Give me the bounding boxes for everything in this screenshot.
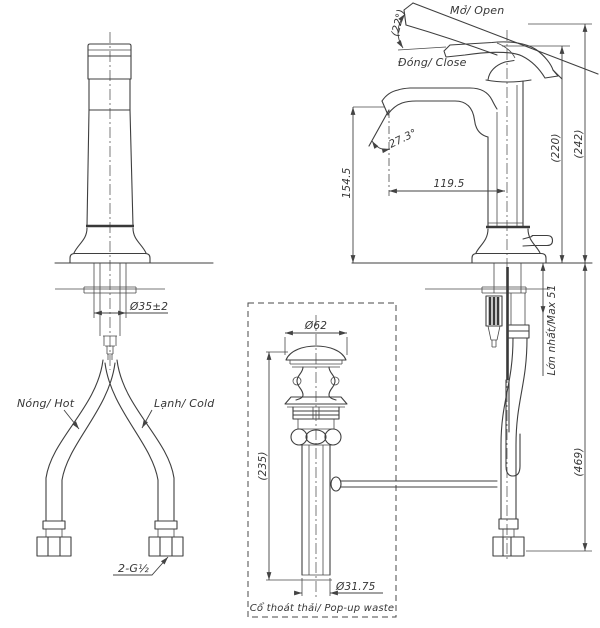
dim-spout-height: 154.5 [341,167,353,198]
dim-tail-dia: Ø31.75 [335,581,376,593]
open-angle-label: (22°) [389,8,407,38]
spout-angle-label: 27.3° [387,127,419,151]
open-label: Mở/ Open [450,4,504,17]
cold-label: Lạnh/ Cold [154,397,215,410]
side-view: (22°) Mở/ Open Đóng/ Close 27.3° [341,2,599,562]
front-view: Nóng/ Hot Lạnh/ Cold 2-G½ Ø35±2 [17,32,215,576]
dim-open-height: (242) [573,129,585,158]
close-label: Đóng/ Close [398,56,467,69]
dim-waste-height: (235) [257,451,269,480]
popup-waste-label: Cổ thoát thải/ Pop-up waste [250,601,395,614]
thread-label: 2-G½ [118,562,149,575]
dim-closed-height: (220) [550,133,562,162]
dim-deck-hole: Ø35±2 [129,301,168,313]
popup-waste-view: Ø62 (235) Ø31.75 C [247,302,498,618]
hot-label: Nóng/ Hot [17,397,75,410]
dim-cap-dia: Ø62 [304,320,327,332]
max-deck-label: Lớn nhất/Max 51 [546,284,558,375]
dim-total-height: (469) [573,447,585,476]
dim-spout-reach: 119.5 [433,178,464,190]
